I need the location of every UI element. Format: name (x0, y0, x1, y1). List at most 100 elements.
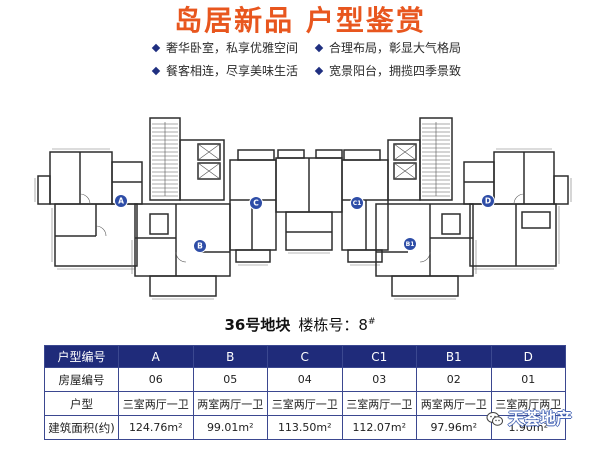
marker-label: A (118, 197, 124, 206)
header-cell: D (490, 345, 566, 368)
wall (49, 151, 113, 205)
wall (315, 149, 343, 159)
marker-circle (481, 194, 495, 208)
table-cell: 113.50m² (267, 415, 343, 440)
table-cell: 1.90m² (490, 415, 566, 440)
elevator (197, 143, 221, 161)
header-cell: 户型编号 (44, 345, 119, 368)
table-cell: 三室两厅一卫 (267, 391, 343, 416)
wall (553, 175, 569, 205)
middle-plan (275, 149, 343, 254)
wall (469, 203, 557, 267)
unit-a-plan (34, 148, 143, 270)
door-arc (79, 193, 91, 205)
unit-d-plan (463, 148, 572, 270)
balcony (235, 249, 271, 263)
marker-label: C (253, 199, 259, 208)
elevator-cross (197, 143, 221, 161)
table-cell: 05 (192, 367, 268, 392)
marker-circle (350, 196, 364, 210)
bubble-dot (498, 419, 500, 422)
row-label: 户型 (44, 391, 119, 416)
unit-marker-c: C (249, 196, 263, 210)
watermark: 天荟地产 (486, 407, 572, 431)
unit-marker-d: D (481, 194, 495, 208)
wall (521, 211, 551, 229)
feature-text: 奢华卧室，私享优雅空间 (166, 41, 299, 55)
unit-b-plan (131, 203, 231, 300)
balcony (347, 249, 383, 263)
marker-circle (193, 239, 207, 253)
wall (441, 213, 461, 235)
diamond-bullet-icon (151, 66, 161, 75)
unit-spec-table: 户型编号 A B C C1 B1 D 房屋编号 06 05 04 03 02 0… (44, 345, 566, 440)
unit-marker-b: B (193, 239, 207, 253)
bubble-dot (494, 415, 496, 418)
marker-circle (249, 196, 263, 210)
marker-label: D (485, 197, 491, 206)
feature-text: 合理布局，彰显大气格局 (329, 41, 462, 55)
elevator-cross (393, 143, 417, 161)
table-cell: 04 (267, 367, 343, 392)
building-suffix: # (367, 317, 376, 327)
stair-treads (422, 123, 450, 197)
door-arc (513, 193, 525, 205)
feature-item: 合理布局，彰显大气格局 (313, 40, 461, 56)
table-cell: 06 (118, 367, 194, 392)
table-cell: 三室两厅一卫 (341, 391, 417, 416)
lobby-wall (387, 139, 421, 201)
table-cell: 124.76m² (118, 415, 194, 440)
wall (375, 203, 474, 277)
wall (277, 149, 305, 159)
table-cell: 99.01m² (192, 415, 268, 440)
building-number: 8 (358, 316, 368, 334)
plot-block: 36号地块 (224, 316, 291, 334)
wall (37, 175, 51, 205)
chat-bubble (492, 416, 503, 426)
elevator (197, 162, 221, 180)
header-cell: B1 (416, 345, 492, 368)
table-row: 建筑面积(约) 124.76m² 99.01m² 113.50m² 112.07… (44, 415, 566, 440)
marker-circle (403, 237, 417, 251)
balcony (149, 275, 217, 297)
plot-info: 36号地块楼栋号：8# (0, 315, 600, 335)
unit-c1-plan (341, 149, 389, 266)
table-cell: 两室两厅一卫 (416, 391, 492, 416)
wechat-icon-graphic (486, 412, 503, 426)
balcony (391, 275, 459, 297)
wechat-icon (486, 410, 504, 428)
marker-label: B1 (406, 241, 415, 248)
feature-text: 宽景阳台，拥揽四季景致 (329, 64, 462, 78)
table-cell: 02 (416, 367, 492, 392)
wall (285, 211, 333, 251)
table-cell: 01 (490, 367, 566, 392)
watermark-text: 天荟地产 (508, 409, 573, 428)
diamond-bullet-icon (314, 66, 324, 75)
row-label: 房屋编号 (44, 367, 119, 392)
door-arc (95, 225, 107, 237)
wall (237, 149, 275, 161)
unit-b1-plan (375, 203, 477, 300)
table-cell: 三室两厅两卫 (490, 391, 566, 416)
wall (149, 213, 169, 235)
floor-plan: A B C C1 B1 D (34, 117, 572, 300)
wall (341, 159, 389, 251)
feature-text: 餐客相连，尽享美味生活 (166, 64, 299, 78)
elevator-cross (393, 162, 417, 180)
marker-circle (114, 194, 128, 208)
elevator (393, 143, 417, 161)
unit-marker-a: A (114, 194, 128, 208)
header-cell: C1 (341, 345, 417, 368)
row-label: 建筑面积(约) (44, 415, 119, 440)
lobby-wall (179, 139, 225, 201)
table-row: 房屋编号 06 05 04 03 02 01 (44, 367, 566, 392)
stair-treads (152, 123, 178, 197)
header-cell: B (192, 345, 268, 368)
feature-item: 奢华卧室，私享优雅空间 (150, 40, 298, 56)
door-arc (175, 251, 187, 263)
bubble-dot (490, 415, 492, 418)
table-cell: 97.96m² (416, 415, 492, 440)
building-label: 楼栋号： (298, 316, 359, 334)
diamond-bullet-icon (314, 43, 324, 52)
table-cell: 两室两厅一卫 (192, 391, 268, 416)
